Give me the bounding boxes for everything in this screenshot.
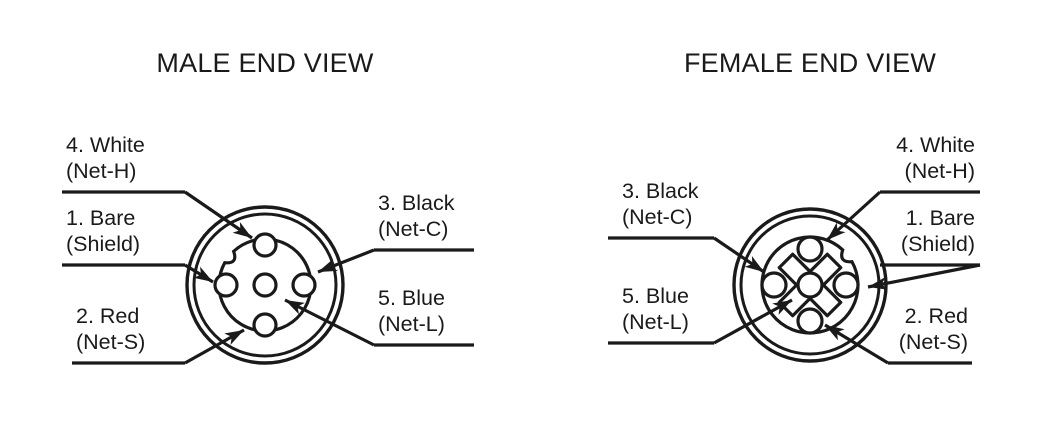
female-3-black-label-line1: 3. Black: [622, 179, 699, 203]
male-1-bare-label-line1: 1. Bare: [66, 206, 135, 230]
male-5-blue-label-line1: 5. Blue: [378, 286, 445, 310]
male-pin-bottom: [252, 312, 278, 338]
male-pin-center: [252, 272, 278, 298]
female-connector-body: [732, 207, 888, 363]
male-4-white-leader-arrowhead: [232, 221, 252, 238]
male-pin-left: [213, 272, 239, 298]
male-2-red-leader-arrowhead: [224, 330, 244, 345]
female-pin-top: [796, 235, 824, 263]
callout-female-3-black[interactable]: 3. Black(Net-C): [608, 179, 768, 277]
male-1-bare-leader-arrowhead: [193, 266, 213, 282]
callout-male-5-blue[interactable]: 5. Blue(Net-L): [282, 286, 474, 347]
female-2-red-label-line2: (Net-S): [899, 330, 968, 354]
callout-male-3-black[interactable]: 3. Black(Net-C): [316, 191, 474, 278]
callout-female-4-white[interactable]: 4. White(Net-H): [823, 133, 980, 245]
male-5-blue-leader-arrowhead: [285, 300, 305, 315]
male-4-white-label-line1: 4. White: [66, 133, 145, 157]
female-pin-left: [760, 271, 788, 299]
female-5-blue-leader-arrowhead: [772, 300, 792, 315]
female-view-title: FEMALE END VIEW: [684, 48, 936, 78]
male-outer-shell-circle: [185, 205, 345, 365]
male-2-red-label-line1: 2. Red: [76, 304, 139, 328]
female-1-bare-label-line2: (Shield): [901, 232, 975, 256]
female-1-bare-label-line1: 1. Bare: [906, 206, 975, 230]
female-1-bare-leader-line: [867, 263, 981, 289]
male-3-black-leader-arrowhead: [318, 258, 339, 272]
male-pin-top: [252, 232, 278, 258]
male-2-red-label-line2: (Net-S): [76, 330, 145, 354]
female-2-red-leader-arrowhead: [825, 325, 845, 341]
female-1-bare-leader-arrowhead: [868, 276, 888, 290]
male-view-title: MALE END VIEW: [156, 48, 373, 78]
male-5-blue-label-line2: (Net-L): [378, 312, 445, 336]
callout-male-2-red[interactable]: 2. Red(Net-S): [72, 304, 247, 365]
female-5-blue-leader-line: [713, 298, 793, 345]
callout-female-2-red[interactable]: 2. Red(Net-S): [822, 304, 972, 365]
male-3-black-label-line2: (Net-C): [378, 217, 448, 241]
male-4-white-label-line2: (Net-H): [66, 159, 136, 183]
female-5-blue-label-line1: 5. Blue: [622, 284, 689, 308]
female-pin-center: [796, 271, 824, 299]
callout-female-1-bare[interactable]: 1. Bare(Shield): [867, 206, 981, 293]
male-pin-right: [291, 272, 317, 298]
male-shell-ring-circle: [192, 212, 338, 358]
female-4-white-label-line1: 4. White: [896, 133, 975, 157]
callout-female-5-blue[interactable]: 5. Blue(Net-L): [608, 284, 795, 345]
female-pin-right: [832, 271, 860, 299]
female-3-black-label-line2: (Net-C): [622, 205, 692, 229]
female-4-white-leader-arrowhead: [827, 222, 846, 240]
female-2-red-label-line1: 2. Red: [905, 304, 968, 328]
male-3-black-label-line1: 3. Black: [378, 191, 455, 215]
male-5-blue-leader-line: [284, 298, 375, 347]
female-4-white-label-line2: (Net-H): [905, 159, 975, 183]
female-3-black-leader-arrowhead: [744, 255, 764, 272]
male-1-bare-label-line2: (Shield): [66, 232, 140, 256]
callout-male-4-white[interactable]: 4. White(Net-H): [62, 133, 256, 243]
female-pin-bottom: [796, 307, 824, 335]
callout-male-1-bare[interactable]: 1. Bare(Shield): [62, 206, 216, 288]
female-5-blue-label-line2: (Net-L): [622, 310, 689, 334]
male-connector-body: [185, 205, 345, 365]
